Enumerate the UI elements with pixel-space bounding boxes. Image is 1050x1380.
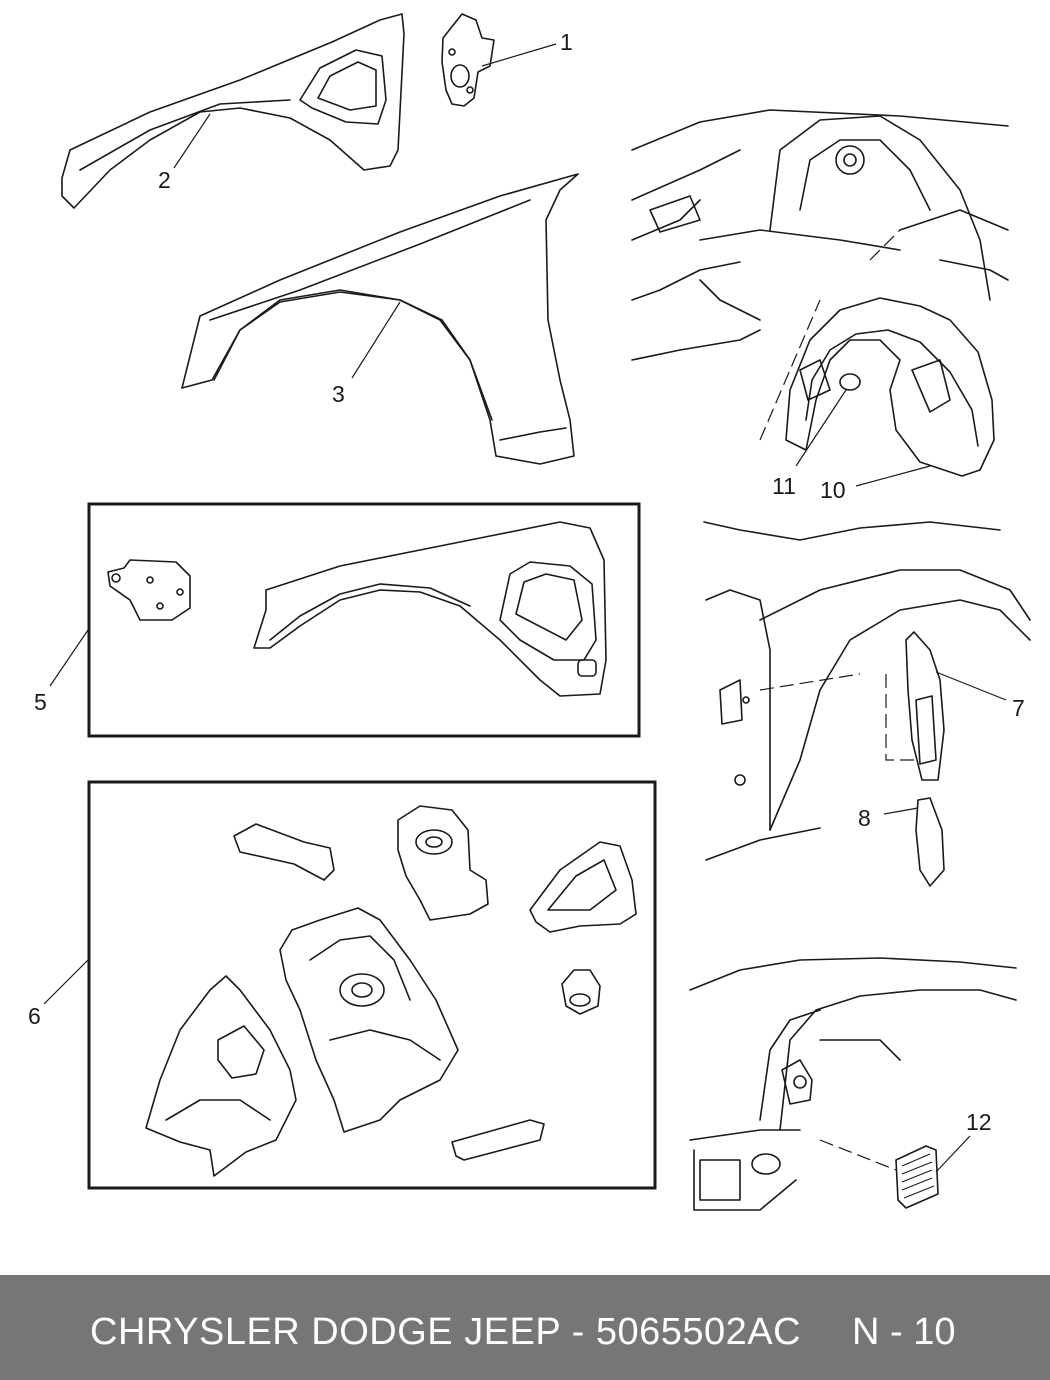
parts-diagram: 1 2 3 (28, 13, 1031, 1211)
box-5-wheelhouse-assembly: 5 (34, 502, 641, 738)
callout-11: 11 (772, 473, 796, 499)
footer-bar: CHRYSLER DODGE JEEP - 5065502AC N - 10 (0, 1275, 1050, 1380)
inset-rear-vent: 12 (689, 957, 1017, 1211)
callout-12: 12 (966, 1109, 992, 1135)
callout-3: 3 (332, 381, 345, 407)
callout-1: 1 (560, 29, 573, 55)
callout-2: 2 (158, 167, 171, 193)
part-2-upper-panel: 2 (61, 13, 405, 209)
callout-6: 6 (28, 1003, 41, 1029)
part-1-bracket: 1 (441, 13, 573, 107)
inset-fender-liner: 7 8 (703, 521, 1031, 887)
footer-page-number: N - 10 (852, 1311, 956, 1353)
footer-title: CHRYSLER DODGE JEEP - 5065502AC (90, 1311, 802, 1353)
box-6-inner-components: 6 (28, 780, 657, 1190)
callout-10: 10 (820, 477, 846, 503)
part-3-fender: 3 (181, 173, 579, 465)
callout-5: 5 (34, 689, 47, 715)
callout-7: 7 (1012, 695, 1025, 721)
callout-8: 8 (858, 805, 871, 831)
inset-wheelhouse-liner: 11 10 (631, 109, 1009, 503)
